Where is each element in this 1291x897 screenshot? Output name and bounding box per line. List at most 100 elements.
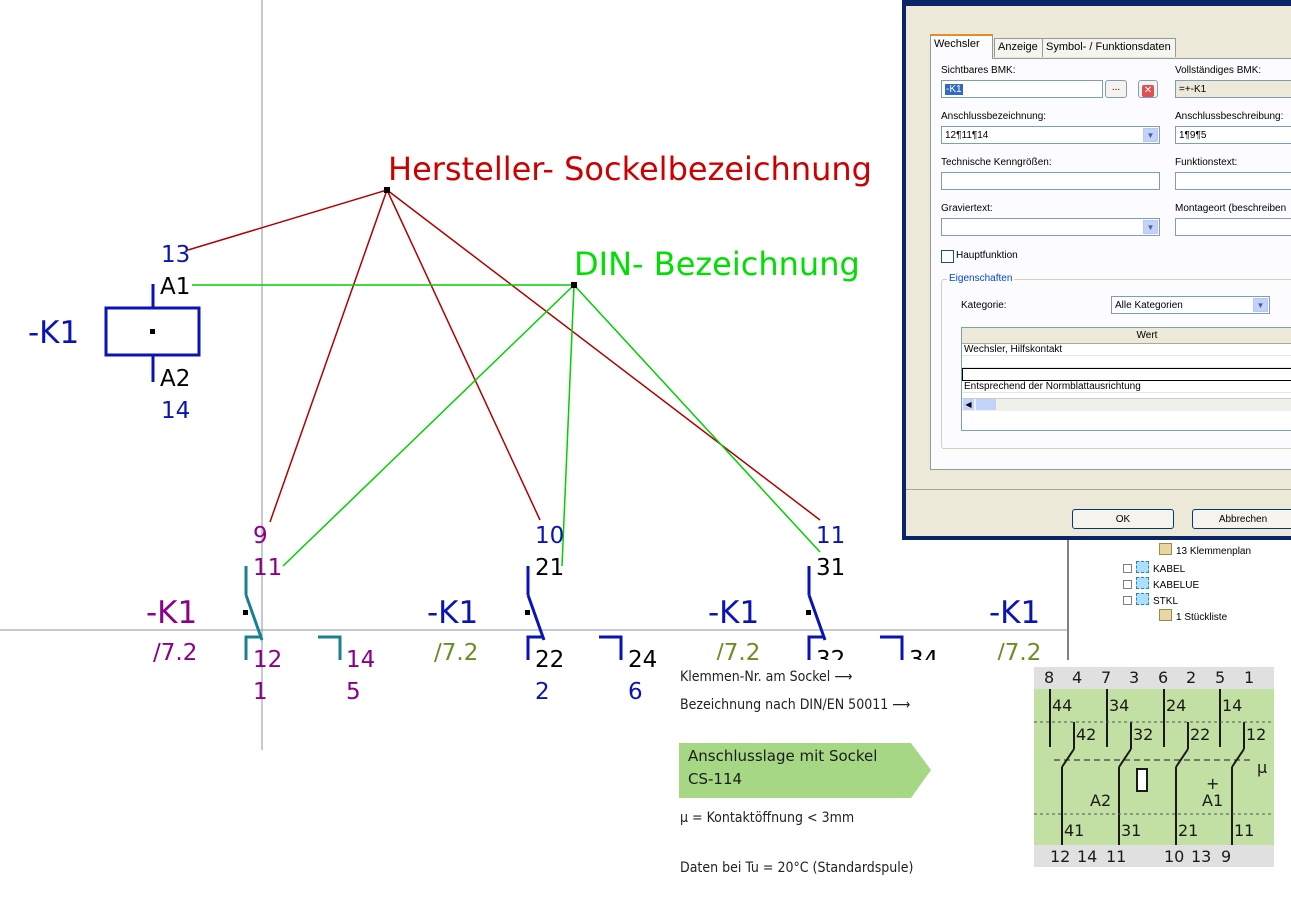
delete-button[interactable]: ✕ bbox=[1138, 80, 1158, 98]
contact-2-din-no: 24 bbox=[628, 647, 658, 673]
full-bmk-label: Vollständiges BMK: bbox=[1175, 65, 1262, 76]
tree-item-kabel[interactable]: KABEL bbox=[1123, 561, 1185, 576]
scroll-thumb[interactable] bbox=[976, 399, 996, 410]
contact-1-mfr-top: 9 bbox=[253, 523, 268, 549]
relay-contact-label: 41 bbox=[1064, 821, 1085, 840]
function-text-label: Funktionstext: bbox=[1175, 157, 1238, 168]
category-combo[interactable]: Alle Kategorien▼ bbox=[1111, 296, 1270, 314]
contact-4-tag: -K1 bbox=[989, 595, 1041, 631]
chevron-down-icon[interactable]: ▼ bbox=[1253, 298, 1268, 312]
contact-1-din-no: 14 bbox=[346, 647, 376, 673]
folder-icon bbox=[1136, 577, 1149, 589]
coil-symbol bbox=[104, 284, 201, 382]
connection-label: Anschlussbezeichnung: bbox=[941, 111, 1047, 122]
contact-3-din-common: 31 bbox=[816, 555, 846, 581]
din-annotation: DIN- Bezeichnung bbox=[574, 245, 860, 283]
connection-combo[interactable]: 12¶11¶14▼ bbox=[941, 126, 1160, 144]
cancel-button[interactable]: Abbrechen bbox=[1192, 509, 1291, 529]
tree-item-klemmenplan[interactable]: 13 Klemmenplan bbox=[1159, 543, 1251, 558]
engrave-label: Graviertext: bbox=[941, 203, 993, 214]
dialog-separator bbox=[906, 489, 1291, 490]
relay-socket-pin-number: 14 bbox=[1077, 847, 1098, 866]
coil-pin-bottom-number: 14 bbox=[161, 398, 191, 424]
relay-coil-label: μ bbox=[1257, 758, 1268, 777]
relay-coil-label: A1 bbox=[1202, 791, 1224, 810]
contact-2-ref: /7.2 bbox=[434, 640, 479, 666]
full-bmk-field: =+-K1 bbox=[1175, 80, 1291, 98]
contact-1-tag: -K1 bbox=[146, 595, 198, 631]
dialog-body: Wechsler Anzeige Symbol- / Funktionsdate… bbox=[906, 6, 1291, 536]
mount-label: Montageort (beschreiben bbox=[1175, 203, 1287, 214]
relay-contact-label: 31 bbox=[1121, 821, 1142, 840]
tab-anzeige[interactable]: Anzeige bbox=[994, 38, 1044, 57]
contact-2-din-common: 21 bbox=[535, 555, 565, 581]
relay-contact-label: 44 bbox=[1052, 696, 1073, 715]
properties-dialog[interactable]: Wechsler Anzeige Symbol- / Funktionsdate… bbox=[902, 0, 1291, 540]
category-label: Kategorie: bbox=[961, 300, 1007, 311]
folder-icon bbox=[1136, 593, 1149, 605]
relay-socket-pin-number: 9 bbox=[1221, 847, 1232, 866]
function-text-field[interactable] bbox=[1175, 172, 1291, 190]
tab-wechsler[interactable]: Wechsler bbox=[930, 34, 993, 59]
tab-symbol-funktionsdaten[interactable]: Symbol- / Funktionsdaten bbox=[1042, 38, 1176, 57]
contact-1-ref: /7.2 bbox=[153, 640, 198, 666]
manufacturer-anchor bbox=[384, 187, 390, 193]
tech-field[interactable] bbox=[941, 172, 1160, 190]
relay-socket-pin-number: 11 bbox=[1106, 847, 1127, 866]
properties-grid[interactable]: Wert Wechsler, Hilfskontakt Entsprechend… bbox=[961, 327, 1291, 431]
scroll-left-icon[interactable]: ◀ bbox=[963, 399, 974, 410]
pin-number-strip-bottom bbox=[1034, 845, 1274, 867]
connection-desc-field[interactable]: 1¶9¶5 bbox=[1175, 126, 1291, 144]
manufacturer-annotation: Hersteller- Sockelbezeichnung bbox=[388, 150, 872, 188]
grid-row[interactable] bbox=[962, 356, 1291, 368]
coil-tag: -K1 bbox=[28, 315, 80, 351]
grid-horizontal-scrollbar[interactable]: ◀ bbox=[962, 398, 1291, 411]
collapse-icon[interactable] bbox=[1123, 596, 1132, 605]
din-leader-lines bbox=[192, 284, 821, 567]
folder-icon bbox=[1136, 561, 1149, 573]
relay-socket-pin-number: 4 bbox=[1072, 668, 1083, 687]
grid-row[interactable]: Wechsler, Hilfskontakt bbox=[962, 344, 1291, 356]
contact-2-mfr-no: 6 bbox=[628, 679, 643, 705]
pin-number-strip-top bbox=[1034, 667, 1274, 689]
visible-bmk-label: Sichtbares BMK: bbox=[941, 65, 1016, 76]
arrow-right-icon: ⟶ bbox=[834, 669, 853, 685]
main-function-checkbox[interactable] bbox=[941, 250, 954, 263]
grid-row[interactable] bbox=[962, 368, 1291, 381]
browse-button[interactable]: ... bbox=[1105, 80, 1127, 98]
tech-label: Technische Kenngrößen: bbox=[941, 157, 1052, 168]
tree-item-kabelue[interactable]: KABELUE bbox=[1123, 577, 1199, 592]
relay-socket-pin-number: 13 bbox=[1191, 847, 1212, 866]
properties-group bbox=[941, 279, 1291, 449]
chevron-down-icon[interactable]: ▼ bbox=[1143, 128, 1158, 142]
socket-banner bbox=[679, 743, 911, 798]
banner-arrow-icon bbox=[911, 743, 931, 798]
project-tree[interactable]: 13 Klemmenplan KABEL KABELUE STKL 1 Stüc… bbox=[1067, 535, 1291, 660]
relay-socket-pin-number: 5 bbox=[1215, 668, 1226, 687]
engrave-combo[interactable]: ▼ bbox=[941, 218, 1160, 236]
ok-button[interactable]: OK bbox=[1072, 509, 1174, 529]
visible-bmk-field[interactable]: -K1 bbox=[941, 80, 1103, 98]
mount-field[interactable] bbox=[1175, 218, 1291, 236]
contact-2-din-nc: 22 bbox=[535, 647, 565, 673]
chevron-down-icon[interactable]: ▼ bbox=[1143, 220, 1158, 234]
mu-note: μ = Kontaktöffnung < 3mm bbox=[680, 810, 855, 826]
expand-icon[interactable] bbox=[1123, 564, 1132, 573]
banner-line-1: Anschlusslage mit Sockel bbox=[688, 747, 878, 765]
expand-icon[interactable] bbox=[1123, 580, 1132, 589]
tree-item-stkl[interactable]: STKL bbox=[1123, 593, 1178, 608]
tree-item-stueckliste[interactable]: 1 Stückliste bbox=[1159, 609, 1227, 624]
manufacturer-leader-lines bbox=[187, 189, 821, 523]
relay-coil-label: A2 bbox=[1090, 791, 1112, 810]
table-icon bbox=[1159, 543, 1172, 555]
grid-header-wert: Wert bbox=[962, 328, 1291, 344]
data-note: Daten bei Tu = 20°C (Standardspule) bbox=[680, 860, 914, 876]
relay-contact-label: 22 bbox=[1190, 725, 1211, 744]
contact-2-mfr-nc: 2 bbox=[535, 679, 550, 705]
relay-contact-label: 34 bbox=[1109, 696, 1130, 715]
coil-pin-top-number: 13 bbox=[161, 242, 191, 268]
grid-row[interactable]: Entsprechend der Normblattausrichtung bbox=[962, 381, 1291, 393]
relay-contact-label: 14 bbox=[1222, 696, 1243, 715]
